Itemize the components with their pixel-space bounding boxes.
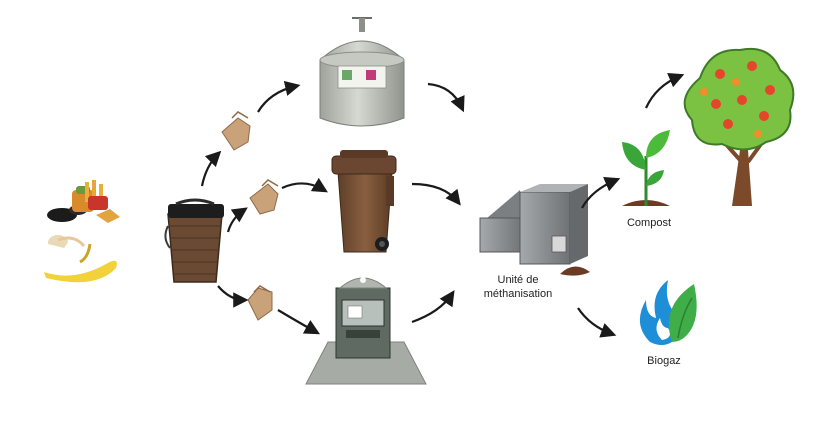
kraft-bag-icon (249, 179, 279, 215)
arrow-bag-to-brown-bin (281, 177, 328, 193)
arrow-dome-to-digester (427, 82, 465, 113)
seedling-icon (622, 130, 670, 206)
biogas-flame-icon (639, 280, 697, 345)
flow-arrows (200, 73, 685, 338)
arrow-bag-to-underground (277, 309, 321, 335)
compost-pile-icon (560, 266, 590, 276)
kraft-bag-icon (247, 285, 273, 321)
label-unit: Unité de méthanisation (483, 274, 553, 300)
label-biogaz: Biogaz (647, 355, 681, 367)
dome-container-icon (319, 17, 405, 127)
food-waste-icon (44, 180, 120, 283)
arrow-caddy-to-bag-top (200, 150, 222, 187)
label-compost: Compost (626, 217, 672, 229)
kraft-bag-icon (221, 111, 251, 151)
arrow-caddy-to-bag-mid (226, 207, 248, 233)
digester-icon (479, 184, 588, 265)
brown-bin-icon (331, 150, 397, 253)
fruit-tree-icon (683, 48, 795, 206)
arrow-brown-to-digester (411, 182, 461, 206)
kitchen-caddy-icon (164, 198, 224, 283)
arrow-digester-to-biogaz (577, 307, 617, 338)
arrow-bag-to-dome (257, 80, 301, 113)
underground-bin-icon (305, 277, 427, 385)
arrow-underground-to-digester (411, 290, 455, 324)
arrow-caddy-to-bag-bottom (217, 285, 249, 308)
arrow-digester-to-compost (581, 177, 621, 209)
arrow-compost-to-tree (644, 73, 685, 109)
